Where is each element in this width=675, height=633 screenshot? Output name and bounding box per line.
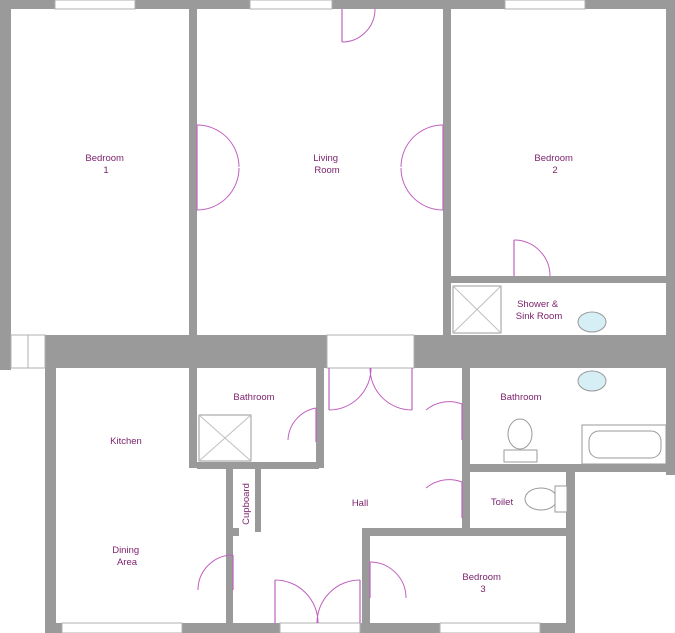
- room-label-bathroom-right: Bathroom: [500, 392, 541, 403]
- room-label-living-room: Living Room: [313, 153, 340, 176]
- central-wall-band: [10, 334, 675, 369]
- room-label-hall: Hall: [352, 498, 368, 509]
- room-label-cupboard: Cupboard: [241, 483, 252, 525]
- fixtures: [198, 285, 667, 513]
- room-label-dining-area: Dining Area: [112, 545, 142, 568]
- room-label-bathroom-left: Bathroom: [233, 392, 274, 403]
- room-label-bedroom-1: Bedroom 1: [85, 153, 126, 176]
- windows: [54, 0, 586, 633]
- room-label-bedroom-3: Bedroom 3: [462, 572, 503, 595]
- room-label-kitchen: Kitchen: [110, 436, 142, 447]
- room-label-shower-sink-room: Shower & Sink Room: [516, 299, 563, 322]
- room-label-bedroom-2: Bedroom 2: [534, 153, 575, 176]
- room-label-toilet: Toilet: [491, 497, 514, 508]
- doors: [196, 8, 551, 624]
- interior-walls: [189, 9, 666, 625]
- room-labels: Bedroom 1 Living Room Bedroom 2 Shower &…: [85, 153, 575, 595]
